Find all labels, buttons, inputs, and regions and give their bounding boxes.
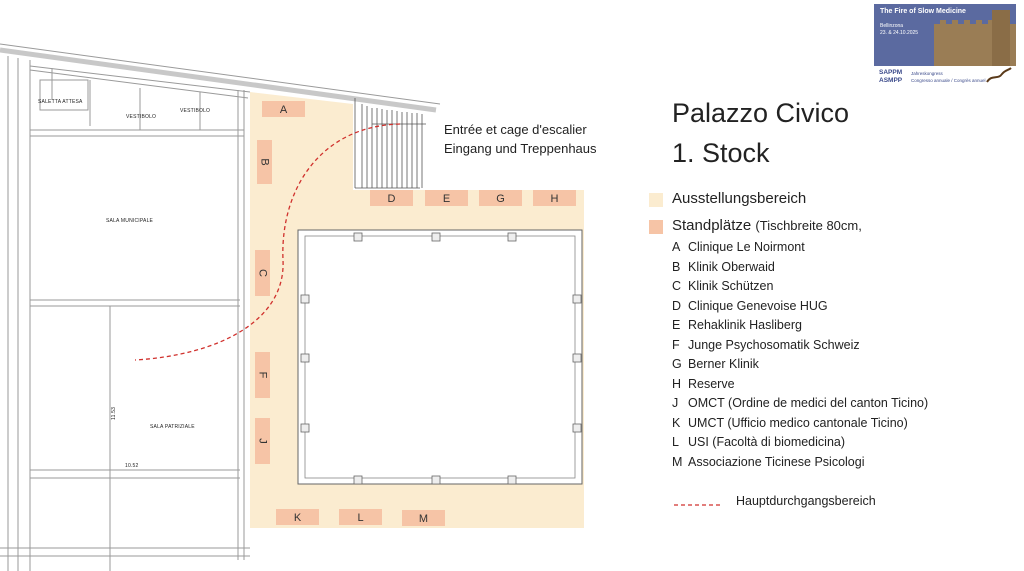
room-labels: SALETTA ATTESA VESTIBOLO VESTIBOLO SALA …	[38, 99, 210, 469]
stand-j: J	[255, 418, 270, 464]
svg-text:F: F	[257, 372, 269, 379]
room-sala-municipale: SALA MUNICIPALE	[106, 218, 154, 224]
stand-d: D	[370, 190, 413, 206]
stand-k: K	[276, 509, 319, 525]
svg-text:J: J	[257, 438, 269, 444]
congress-banner: The Fire of Slow Medicine Bellinzona 23.…	[874, 4, 1016, 90]
svg-text:G: G	[496, 193, 505, 205]
room-vestibolo-1: VESTIBOLO	[126, 114, 156, 120]
legend-exhibition: Ausstellungsbereich	[672, 190, 807, 207]
stand-l: L	[339, 509, 382, 525]
dimension-width: 10.52	[125, 463, 139, 469]
stand-a: A	[262, 101, 305, 117]
stand-e: E	[425, 190, 468, 206]
exhibition-swatch	[649, 193, 663, 207]
dashed-line-icon	[674, 504, 722, 506]
main-path	[134, 123, 401, 361]
banner-place: Bellinzona	[880, 23, 904, 29]
stand-m: M	[402, 510, 445, 526]
building-outline	[0, 43, 441, 571]
svg-text:C: C	[257, 269, 269, 277]
banner-org-sappm: SAPPM	[879, 69, 903, 76]
svg-text:E: E	[443, 193, 450, 205]
path-legend: Hauptdurchgangsbereich	[673, 494, 883, 514]
banner-dates: 23. & 24.10.2025	[880, 30, 919, 36]
path-legend-label: Hauptdurchgangsbereich	[736, 494, 876, 508]
stand-b: B	[257, 140, 272, 184]
svg-text:K: K	[294, 512, 302, 524]
room-saletta: SALETTA ATTESA	[38, 99, 83, 105]
stand-h: H	[533, 190, 576, 206]
banner-caption-1: Jahreskongress	[911, 71, 943, 76]
page-title: Palazzo Civico 1. Stock	[672, 93, 849, 173]
svg-text:H: H	[551, 193, 559, 205]
legend-stands-note: (Tischbreite 80cm,	[755, 218, 862, 233]
title-building: Palazzo Civico	[672, 98, 850, 128]
stand-swatch	[649, 220, 663, 234]
svg-text:D: D	[388, 193, 396, 205]
stands: A B C F J D E G H K L M	[255, 101, 576, 526]
banner-org-asmpp: ASMPP	[879, 77, 903, 84]
svg-text:M: M	[419, 513, 428, 525]
title-floor: 1. Stock	[672, 138, 770, 168]
banner-caption-2: Congresso annuale / Congrès annuel	[911, 78, 986, 83]
dimension-height: 11.53	[111, 407, 117, 420]
entrance-note: Entrée et cage d'escalier Eingang und Tr…	[444, 120, 597, 158]
entrance-note-fr: Entrée et cage d'escalier	[444, 122, 587, 137]
banner-footer: SAPPM ASMPP Jahreskongress Congresso ann…	[874, 66, 1016, 90]
castle-image	[874, 4, 1016, 66]
room-sala-patriziale: SALA PATRIZIALE	[150, 424, 195, 430]
stand-g: G	[479, 190, 522, 206]
floor-plan: A B C F J D E G H K L M SALETTA ATTESA V…	[0, 43, 584, 571]
legend-stands-label: Standplätze	[672, 217, 752, 234]
entrance-note-de: Eingang und Treppenhaus	[444, 141, 597, 156]
svg-text:B: B	[259, 158, 271, 165]
room-vestibolo-2: VESTIBOLO	[180, 108, 210, 114]
courtyard	[297, 229, 583, 485]
banner-title: The Fire of Slow Medicine	[880, 8, 966, 15]
legend-stands: Standplätze (Tischbreite 80cm,	[672, 217, 862, 234]
svg-text:L: L	[357, 512, 363, 524]
staircase	[354, 98, 426, 189]
stand-c: C	[255, 250, 270, 296]
svg-text:A: A	[280, 104, 288, 116]
stand-f: F	[255, 352, 270, 398]
salamander-icon	[986, 67, 1012, 83]
